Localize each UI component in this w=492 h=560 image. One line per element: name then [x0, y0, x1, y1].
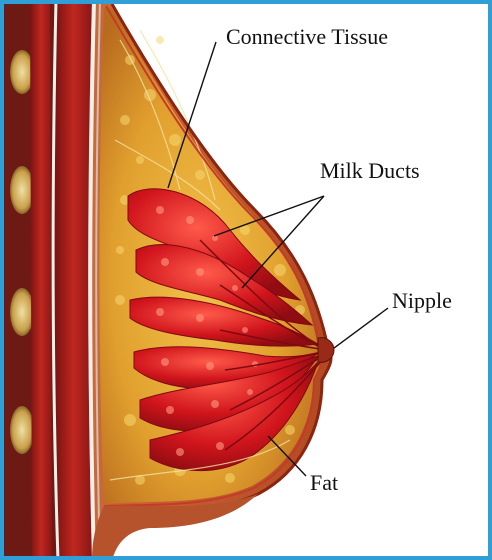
rib	[10, 166, 34, 214]
rib	[10, 406, 34, 454]
nipple-leader	[334, 308, 388, 348]
milk-ducts-label: Milk Ducts	[320, 160, 420, 182]
pectoralis-muscle	[55, 0, 92, 560]
intercostal-muscle	[30, 0, 52, 560]
nipple-label: Nipple	[392, 290, 452, 312]
connective-tissue-label: Connective Tissue	[226, 26, 388, 48]
fat-label: Fat	[310, 472, 338, 494]
rib	[10, 288, 34, 336]
